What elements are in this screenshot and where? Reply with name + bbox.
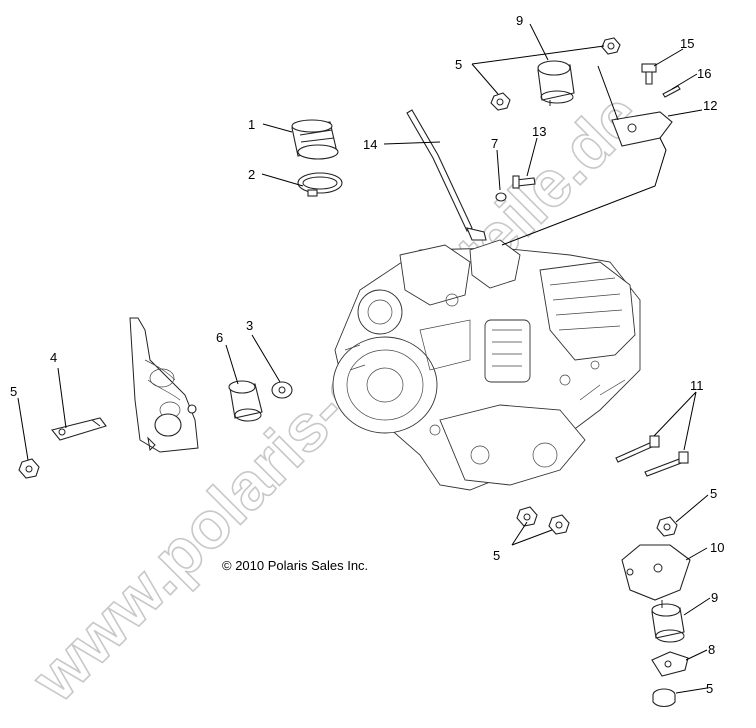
part-nut-top-right [601,37,621,55]
callout-16: 16 [697,66,711,81]
callout-9-top: 9 [516,13,523,28]
callout-5-center: 5 [493,548,500,563]
callout-11: 11 [690,378,704,393]
callouts: 1 2 3 4 5 5 5 5 5 6 7 8 9 9 10 11 12 13 … [10,13,724,696]
part-pin-16 [662,85,681,98]
part-bolt-15 [641,63,657,85]
callout-15: 15 [680,36,694,51]
callout-13: 13 [532,124,546,139]
part-bracket-10 [621,544,691,601]
callout-6: 6 [216,330,223,345]
callout-14: 14 [363,137,377,152]
callout-3: 3 [246,318,253,333]
part-hose-clamp [297,172,343,197]
part-intake-boot [291,119,339,160]
part-washer-7 [495,192,507,202]
engine-assembly [332,239,641,491]
part-bolts-11 [615,435,689,477]
part-nut-right-upper [656,516,678,537]
part-nut-bottom-2 [548,514,570,535]
callout-5-right-upper: 5 [710,486,717,501]
callout-5-top: 5 [455,57,462,72]
frame-section [129,317,199,453]
callout-2: 2 [248,167,255,182]
callout-5-right-lower: 5 [706,681,713,696]
callout-9-bottom: 9 [711,590,718,605]
part-plate-8 [651,651,689,677]
callout-12: 12 [703,98,717,113]
part-mount-9-top [537,60,575,106]
callout-7: 7 [491,136,498,151]
part-nut-bottom-1 [516,506,538,527]
part-mount-9-bottom [651,600,685,643]
part-bolt-13 [512,175,536,189]
copyright-notice: © 2010 Polaris Sales Inc. [222,558,368,573]
part-rod [406,109,487,241]
callout-1: 1 [248,117,255,132]
part-nut-left [18,458,40,479]
part-strap-4 [51,417,107,441]
part-mount-6 [228,380,263,422]
callout-8: 8 [708,642,715,657]
part-nut-right-lower [652,688,676,708]
callout-5-left: 5 [10,384,17,399]
callout-4: 4 [50,350,57,365]
part-washer-3 [271,381,293,399]
leader-lines [17,23,711,694]
callout-10: 10 [710,540,724,555]
part-bracket-12 [611,111,673,147]
part-nut-top-left [490,92,511,111]
